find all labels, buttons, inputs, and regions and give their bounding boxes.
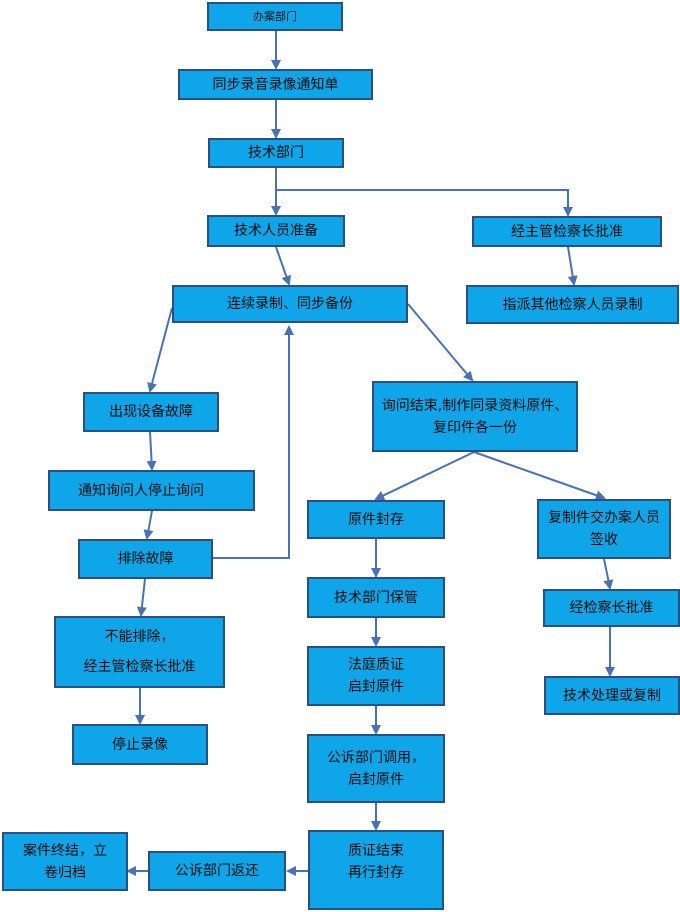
node-notify-stop-interview: 通知询问人停止询问 [48, 470, 255, 511]
arrow-n3-n5 [276, 189, 573, 217]
node-case-department: 办案部门 [207, 2, 343, 31]
node-equipment-failure: 出现设备故障 [83, 392, 219, 432]
arrow-n10-n11 [143, 510, 154, 540]
node-interview-finished: 询问结束,制作同录资料原件、复印件各一份 [372, 381, 578, 452]
node-prosecution-return: 公诉部门返还 [148, 851, 286, 891]
node-tech-process-copy: 技术处理或复制 [544, 676, 680, 715]
arrow-n5-n7 [567, 246, 578, 286]
node-chief-approval-1: 经主管检察长批准 [472, 216, 662, 247]
arrow-n6-n8 [147, 307, 173, 393]
node-case-closed-archive: 案件终结，立 卷归档 [2, 832, 128, 891]
node-continuous-recording: 连续录制、同步备份 [172, 285, 408, 323]
node-tech-custody: 技术部门保管 [307, 577, 445, 618]
node-troubleshoot: 排除故障 [78, 539, 213, 579]
node-chief-approval-2: 经检察长批准 [543, 589, 680, 627]
node-tech-staff-prepare: 技术人员准备 [207, 215, 345, 247]
arrow-n9-n13 [473, 451, 606, 501]
node-court-cross-exam: 法庭质证 启封原件 [307, 646, 445, 706]
node-sync-recording-notice: 同步录音录像通知单 [178, 69, 373, 100]
node-cannot-fix-approval: 不能排除， 经主管检察长批准 [54, 616, 225, 688]
node-tech-department: 技术部门 [208, 138, 344, 168]
node-assign-other-staff: 指派其他检察人员录制 [466, 285, 679, 324]
node-prosecution-retrieve: 公诉部门调用， 启封原件 [307, 734, 445, 803]
arrow-n11-n6 [213, 325, 294, 559]
arrow-n11-n16 [136, 578, 147, 617]
arrow-n4-n6 [275, 246, 292, 286]
node-seal-original: 原件封存 [307, 500, 445, 539]
arrow-n6-n9 [407, 303, 474, 382]
arrow-n8-n10 [146, 431, 157, 471]
node-stop-recording: 停止录像 [72, 724, 208, 765]
arrow-n13-n15 [603, 558, 614, 590]
arrow-n9-n12 [374, 451, 475, 501]
node-copy-signed: 复制件交办案人员签收 [537, 499, 671, 559]
node-reseal-after-exam: 质证结束 再行封存 [308, 830, 444, 910]
